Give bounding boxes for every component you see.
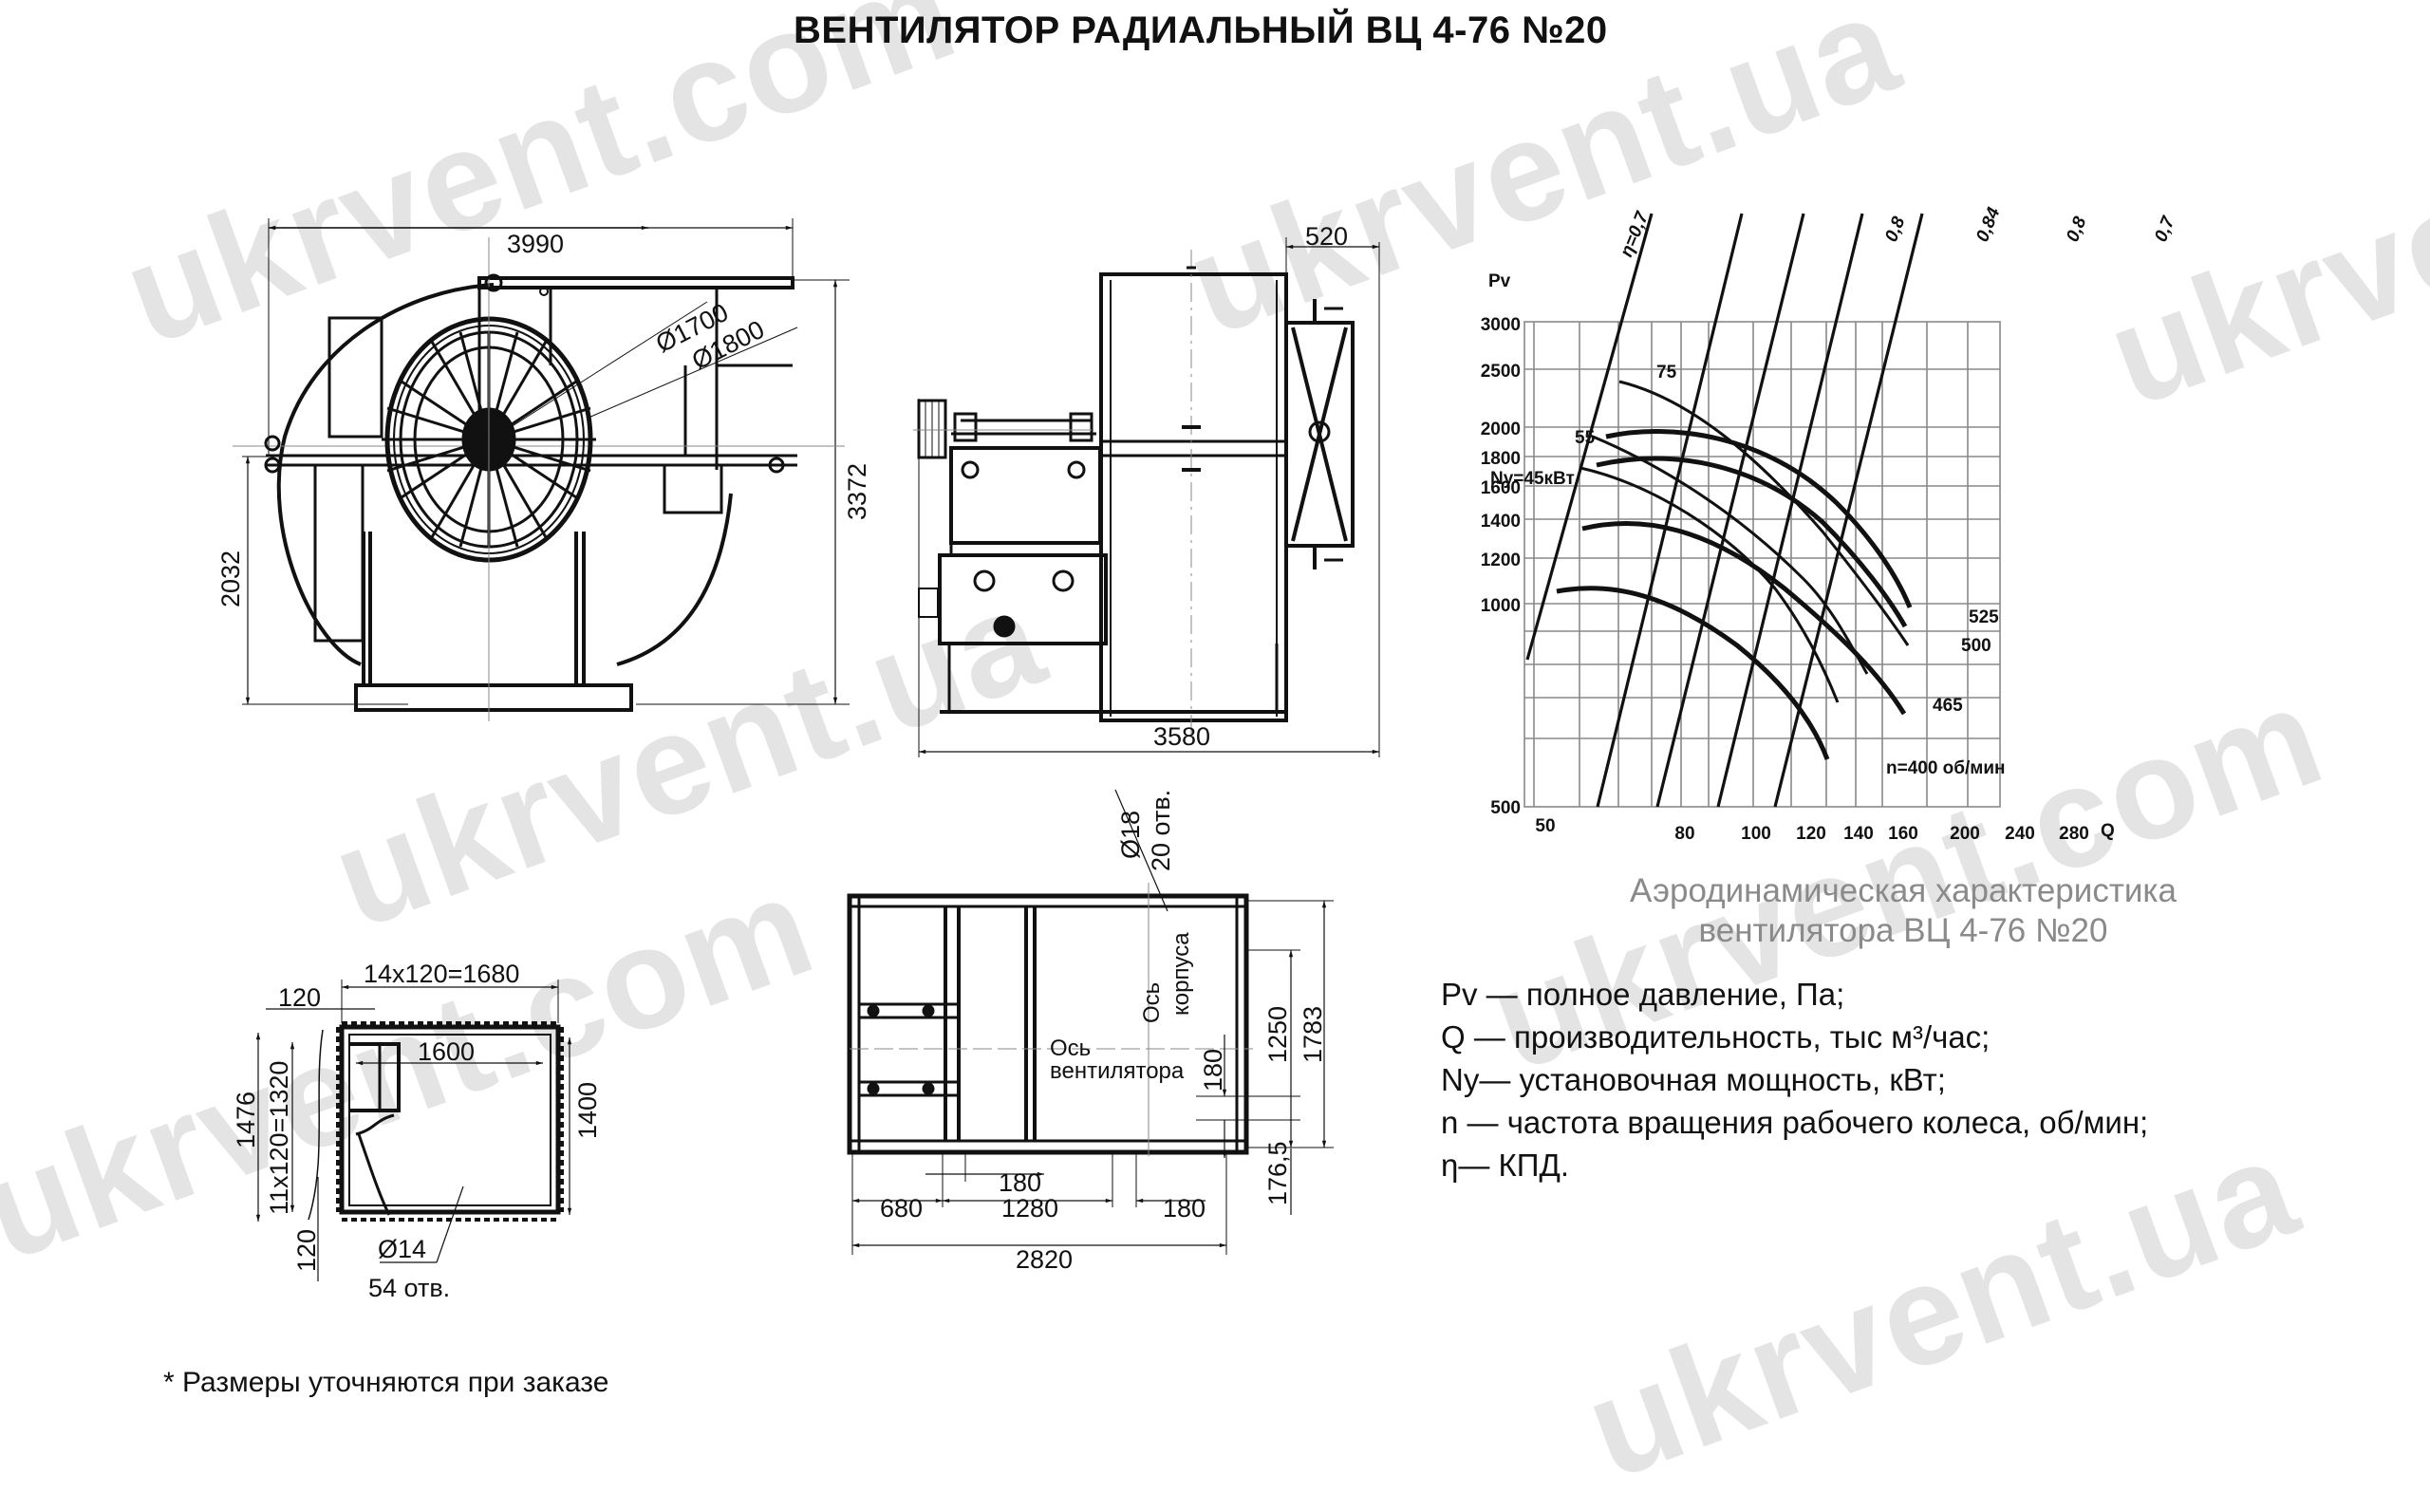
x-tick: 50	[1535, 816, 1555, 836]
dim-frame-hole-count: 20 отв.	[1147, 790, 1175, 871]
x-tick: 140	[1843, 824, 1874, 844]
legend-item-eta: η— КПД.	[1441, 1148, 1569, 1183]
footnote: * Размеры уточняются при заказе	[163, 1367, 609, 1398]
dim-flange-offset-bottom: 120	[292, 1229, 321, 1272]
legend-item-q: Q — производительность, тыс м³/час;	[1441, 1019, 1991, 1055]
eta-label: 0,8	[2063, 214, 2091, 245]
dim-flange-offset-top: 120	[278, 983, 321, 1012]
curve-label-400rpm: n=400 об/мин	[1886, 758, 2006, 778]
dim-frame-1783: 1783	[1299, 1006, 1327, 1063]
dim-frame-hole-diameter: Ø18	[1116, 811, 1145, 859]
x-tick: 200	[1950, 824, 1980, 844]
side-view	[913, 237, 1380, 757]
y-tick: 1800	[1481, 449, 1521, 469]
efficiency-lines	[1525, 213, 1924, 808]
chart-y-ticks: 3000 2500 2000 1800 1600 1400 1200 1000 …	[1481, 315, 1521, 818]
chart-caption-line-2: вентилятора ВЦ 4-76 №20	[1698, 912, 2108, 949]
aero-chart: Pv Q 3000 2500 2000 1800 1600 1400 1200 …	[1481, 204, 2179, 844]
dim-frame-176-5: 176,5	[1263, 1141, 1292, 1205]
legend-item-pv: Pv — полное давление, Па;	[1441, 977, 1845, 1012]
dim-flange-inner-width: 1600	[418, 1037, 475, 1066]
dim-frame-680: 680	[880, 1194, 923, 1223]
legend-item-ny: Ny— установочная мощность, кВт;	[1441, 1062, 1946, 1097]
dim-flange-hole-diameter: Ø14	[378, 1235, 426, 1263]
dim-flange-pitch-horizontal: 14x120=1680	[364, 960, 519, 988]
y-tick: 1600	[1481, 478, 1521, 498]
chart-x-ticks: 50 80 100 120 140 160 200 240 280	[1535, 816, 2088, 844]
front-view	[233, 218, 850, 721]
x-tick: 80	[1674, 824, 1694, 844]
dim-flange-depth: 520	[1305, 222, 1348, 251]
y-tick: 3000	[1481, 315, 1521, 335]
dim-frame-180-vert: 180	[1199, 1049, 1227, 1092]
dim-flange-hole-count: 54 отв.	[368, 1274, 450, 1302]
curve-label-465: 465	[1933, 696, 1963, 716]
chart-grid	[1523, 321, 2001, 808]
rpm-curves	[1556, 428, 1913, 760]
y-tick: 2500	[1481, 362, 1521, 382]
curve-label-500: 500	[1961, 636, 1991, 656]
chart-caption: Аэродинамическая характеристика вентилят…	[1476, 871, 2330, 951]
eta-label: 0,7	[2151, 213, 2179, 245]
x-tick: 280	[2059, 824, 2089, 844]
dim-flange-pitch-vertical: 11x120=1320	[265, 1061, 293, 1215]
y-tick: 1000	[1481, 596, 1521, 616]
eta-label: 0,8	[1881, 214, 1910, 245]
y-tick: 2000	[1481, 420, 1521, 439]
page-title: ВЕНТИЛЯТОР РАДИАЛЬНЫЙ ВЦ 4-76 №20	[794, 9, 1608, 51]
label-fan-axis-2: вентилятора	[1050, 1058, 1185, 1084]
dim-front-width: 3990	[507, 230, 564, 258]
curve-label-55kw: 55	[1575, 428, 1596, 448]
drawing-canvas: 3990 3372 2032 Ø1700 Ø1800	[216, 204, 2179, 1302]
chart-x-axis-label: Q	[2101, 821, 2115, 841]
y-tick: 500	[1490, 798, 1521, 818]
dim-side-length: 3580	[1153, 722, 1210, 751]
dim-frame-1250: 1250	[1263, 1006, 1292, 1063]
x-tick: 100	[1741, 824, 1771, 844]
y-tick: 1200	[1481, 551, 1521, 570]
dim-frame-1280: 1280	[1001, 1194, 1058, 1223]
dim-flange-inner-height: 1400	[573, 1082, 602, 1139]
curve-label-75kw: 75	[1656, 363, 1677, 383]
x-tick: 160	[1888, 824, 1918, 844]
power-curves	[1580, 380, 1910, 703]
base-frame-view	[847, 789, 1334, 1255]
eta-label: 0,84	[1972, 204, 2004, 245]
chart-y-axis-label: Pv	[1488, 271, 1511, 291]
curve-label-525: 525	[1969, 607, 1999, 627]
x-tick: 120	[1796, 824, 1826, 844]
chart-legend: Pv — полное давление, Па; Q — производит…	[1441, 973, 2148, 1186]
dim-frame-180-top: 180	[999, 1168, 1041, 1197]
inlet-flange-view	[255, 980, 572, 1281]
dim-frame-180-right: 180	[1163, 1194, 1206, 1223]
curve-label-45kw: Ny=45кВт	[1490, 469, 1575, 489]
x-tick: 240	[2005, 824, 2035, 844]
dim-flange-outer-height: 1476	[232, 1092, 260, 1148]
label-body-axis-2: корпуса	[1168, 932, 1194, 1016]
dim-front-axis-height: 2032	[216, 551, 245, 607]
dim-front-height: 3372	[843, 463, 871, 520]
dim-frame-2820: 2820	[1016, 1245, 1073, 1274]
eta-label: η=0,7	[1617, 208, 1653, 260]
label-fan-axis: Ось	[1050, 1036, 1091, 1061]
legend-item-n: n — частота вращения рабочего колеса, об…	[1441, 1105, 2149, 1140]
y-tick: 1400	[1481, 512, 1521, 532]
chart-caption-line-1: Аэродинамическая характеристика	[1630, 872, 2177, 909]
label-body-axis: Ось	[1139, 982, 1165, 1023]
